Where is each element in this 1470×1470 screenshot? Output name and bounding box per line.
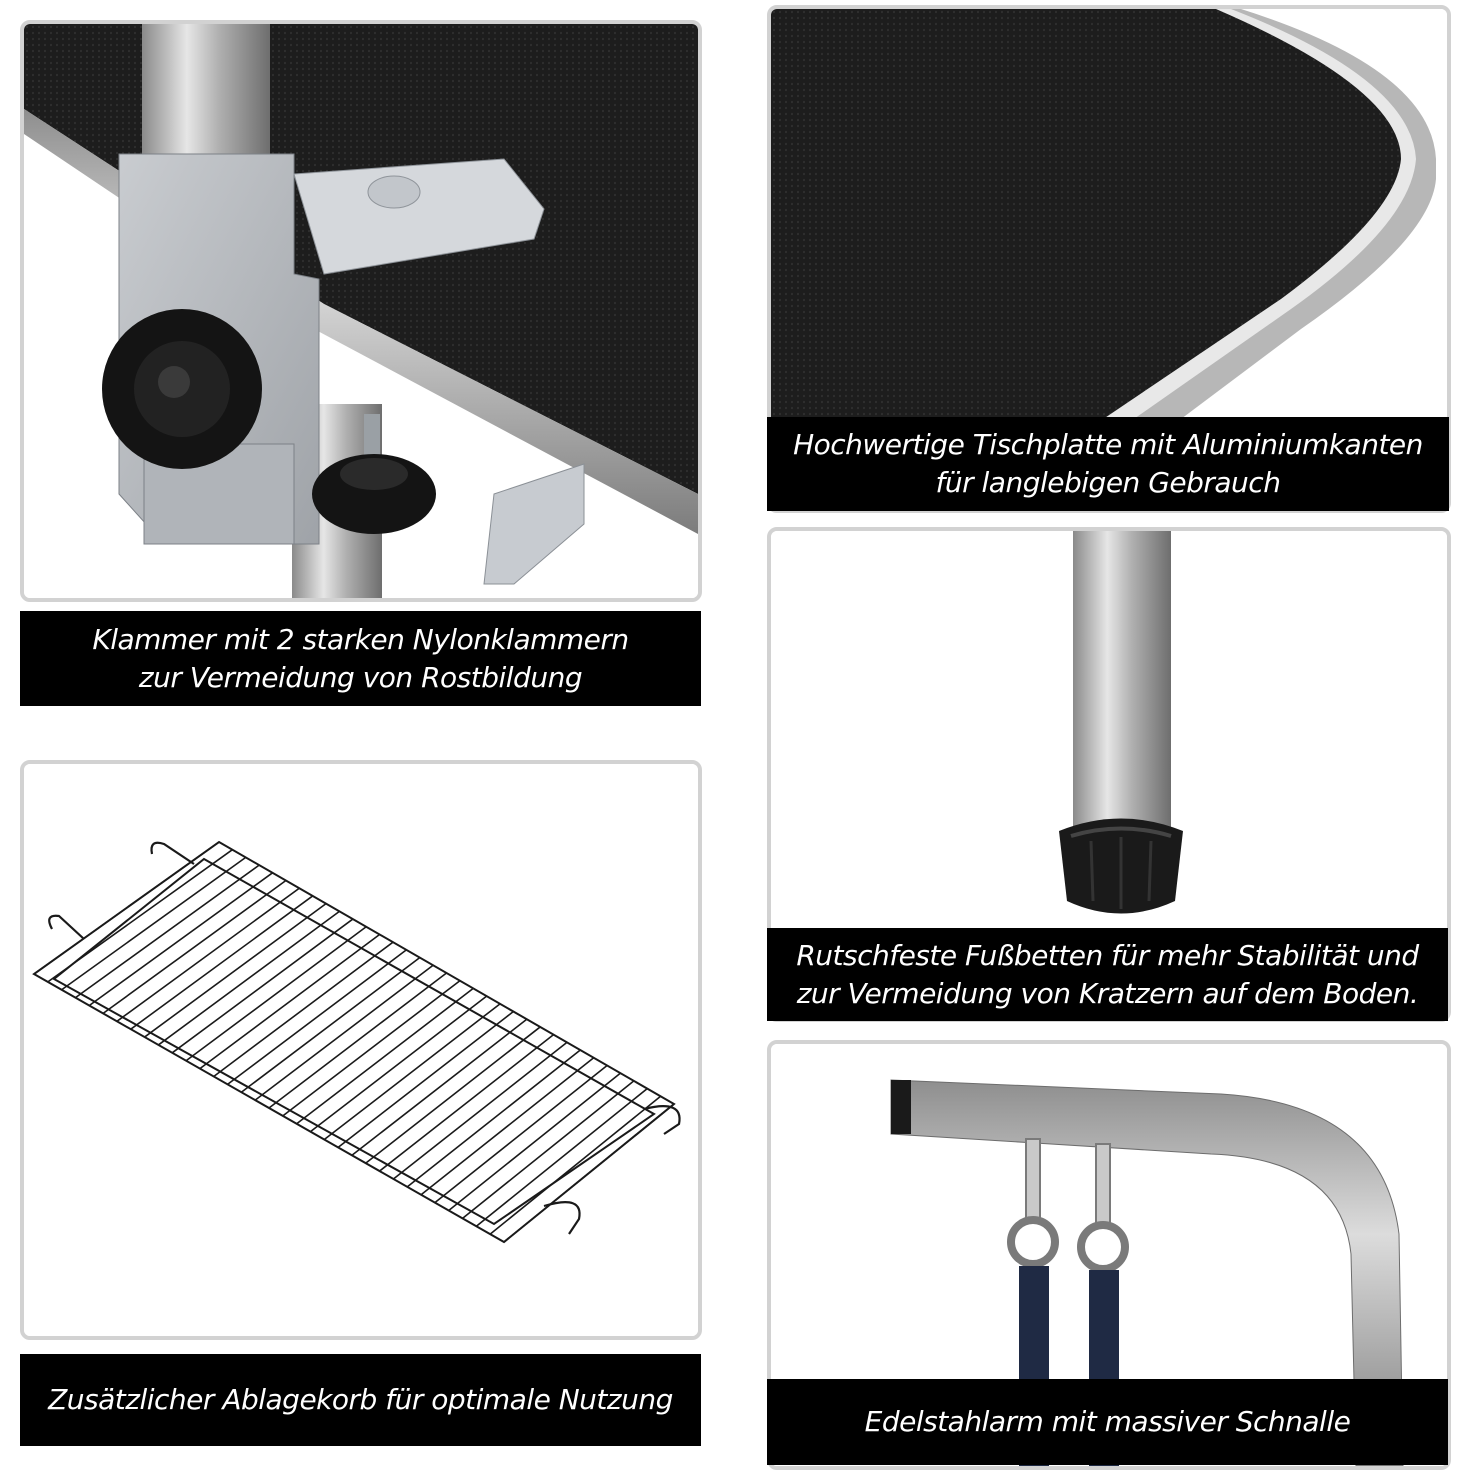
basket-wire bbox=[309, 995, 488, 1133]
clamp-caption-line-2: zur Vermeidung von Rostbildung bbox=[138, 660, 583, 694]
basket-wire bbox=[462, 1080, 635, 1219]
basket-wire bbox=[102, 879, 287, 1015]
basket-wire bbox=[323, 1003, 501, 1141]
basket-wire bbox=[392, 1041, 568, 1180]
arm-caption-text: Edelstahlarm mit massiver Schnalle bbox=[864, 1405, 1351, 1438]
basket-wire bbox=[337, 1010, 514, 1149]
basket-wire bbox=[379, 1034, 555, 1172]
basket-wire bbox=[144, 903, 327, 1038]
basket-wire bbox=[75, 864, 260, 999]
basket-wire bbox=[448, 1072, 621, 1212]
basket-wire bbox=[489, 1095, 662, 1235]
basket-image bbox=[24, 764, 698, 1336]
basket-wire bbox=[130, 895, 314, 1030]
basket-wire bbox=[503, 1103, 675, 1243]
basket-wire bbox=[240, 956, 421, 1093]
basket-wire bbox=[213, 941, 394, 1078]
basket-wire bbox=[33, 841, 220, 975]
tabletop-caption-line-1: Hochwertige Tischplatte mit Aluminiumkan… bbox=[793, 428, 1423, 461]
basket-wire bbox=[185, 926, 367, 1062]
feet-caption-line-1: Rutschfeste Fußbetten für mehr Stabilitä… bbox=[796, 938, 1419, 972]
basket-wire bbox=[254, 964, 434, 1101]
basket-wire bbox=[61, 856, 247, 991]
basket-caption-text: Zusätzlicher Ablagekorb für optimale Nut… bbox=[48, 1383, 673, 1416]
basket-wire bbox=[88, 872, 273, 1007]
clamp-caption-line-1: Klammer mit 2 starken Nylonklammern bbox=[92, 622, 629, 656]
basket-wire bbox=[157, 910, 340, 1046]
clamp-photo-panel bbox=[20, 20, 702, 602]
basket-wire bbox=[475, 1087, 648, 1227]
basket-caption: Zusätzlicher Ablagekorb für optimale Nut… bbox=[20, 1354, 701, 1446]
clamp-caption: Klammer mit 2 starken Nylonklammern zur … bbox=[20, 611, 701, 706]
basket-wire bbox=[47, 849, 233, 983]
basket-wire bbox=[268, 972, 447, 1109]
basket-wire bbox=[199, 933, 381, 1070]
basket-wire bbox=[351, 1018, 528, 1156]
basket-wire bbox=[116, 887, 300, 1022]
basket-wire bbox=[171, 918, 354, 1054]
arm-caption: Edelstahlarm mit massiver Schnalle bbox=[767, 1379, 1448, 1465]
basket-photo-panel bbox=[20, 760, 702, 1340]
feet-caption: Rutschfeste Fußbetten für mehr Stabilitä… bbox=[767, 928, 1448, 1021]
basket-wire bbox=[227, 949, 407, 1085]
basket-wire bbox=[420, 1057, 595, 1196]
basket-wire bbox=[282, 980, 461, 1117]
tabletop-caption-line-2: für langlebigen Gebrauch bbox=[935, 466, 1281, 499]
basket-wire bbox=[296, 987, 474, 1125]
basket-wire bbox=[406, 1049, 581, 1188]
basket-wire bbox=[434, 1064, 608, 1204]
feet-caption-line-2: zur Vermeidung von Kratzern auf dem Bode… bbox=[796, 976, 1419, 1010]
clamp-image bbox=[24, 24, 698, 598]
tabletop-caption: Hochwertige Tischplatte mit Aluminiumkan… bbox=[767, 417, 1449, 511]
basket-wire bbox=[365, 1026, 541, 1164]
